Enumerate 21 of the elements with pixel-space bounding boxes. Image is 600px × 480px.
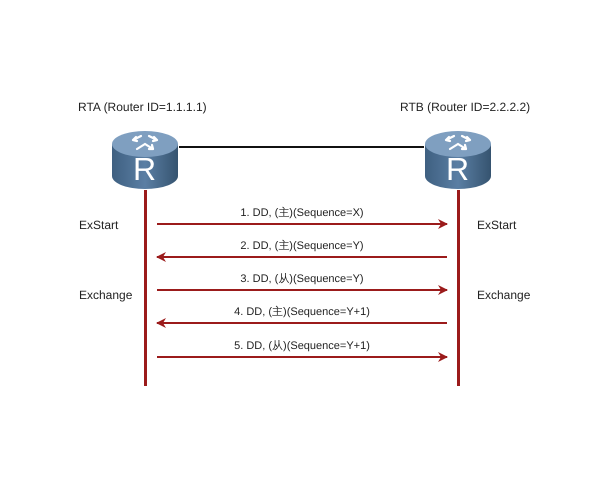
link-line	[179, 146, 424, 148]
message-arrow	[156, 318, 447, 328]
state-label: ExStart	[79, 218, 118, 232]
message-arrow	[157, 219, 448, 229]
edge-label: 1. DD, (主)(Sequence=X)	[238, 207, 366, 220]
state-label: Exchange	[477, 288, 530, 302]
message-arrow	[157, 285, 448, 295]
lifeline	[457, 190, 460, 386]
state-label: ExStart	[477, 218, 516, 232]
router-label: RTB (Router ID=2.2.2.2)	[400, 100, 530, 114]
message-arrow	[156, 252, 447, 262]
edge-label: 2. DD, (主)(Sequence=Y)	[238, 240, 366, 253]
router-letter: R	[133, 153, 156, 185]
edge-label: 3. DD, (从)(Sequence=Y)	[238, 273, 366, 286]
edge-label: 4. DD, (主)(Sequence=Y+1)	[232, 306, 372, 319]
message-arrow	[157, 352, 448, 362]
edge-label: 5. DD, (从)(Sequence=Y+1)	[232, 340, 372, 353]
state-label: Exchange	[79, 288, 132, 302]
router-label: RTA (Router ID=1.1.1.1)	[78, 100, 207, 114]
router-letter: R	[446, 153, 470, 185]
lifeline	[144, 190, 147, 386]
